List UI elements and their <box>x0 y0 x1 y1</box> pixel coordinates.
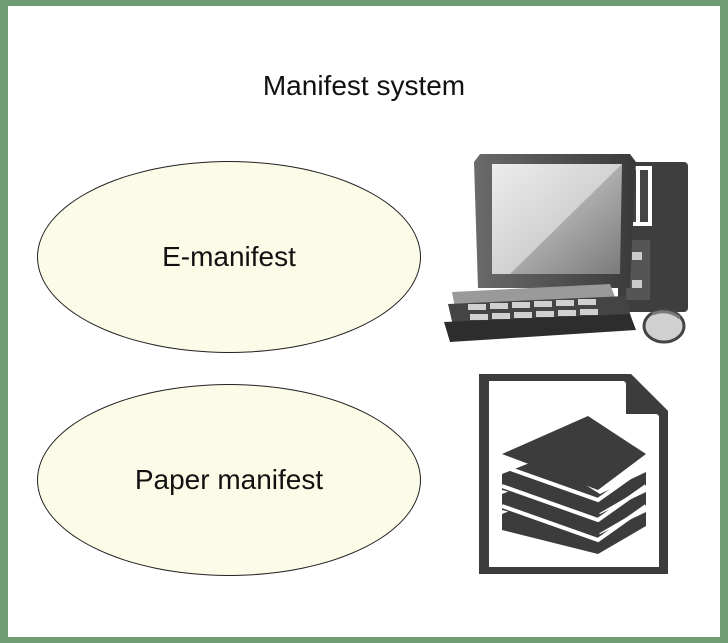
paper-document-icon <box>479 374 668 574</box>
paper-manifest-node: Paper manifest <box>37 384 421 576</box>
e-manifest-label: E-manifest <box>162 241 296 272</box>
e-manifest-node: E-manifest <box>37 161 421 353</box>
paper-manifest-label: Paper manifest <box>134 464 324 495</box>
diagram-title: Manifest system <box>262 70 466 101</box>
computer-icon <box>444 154 688 344</box>
